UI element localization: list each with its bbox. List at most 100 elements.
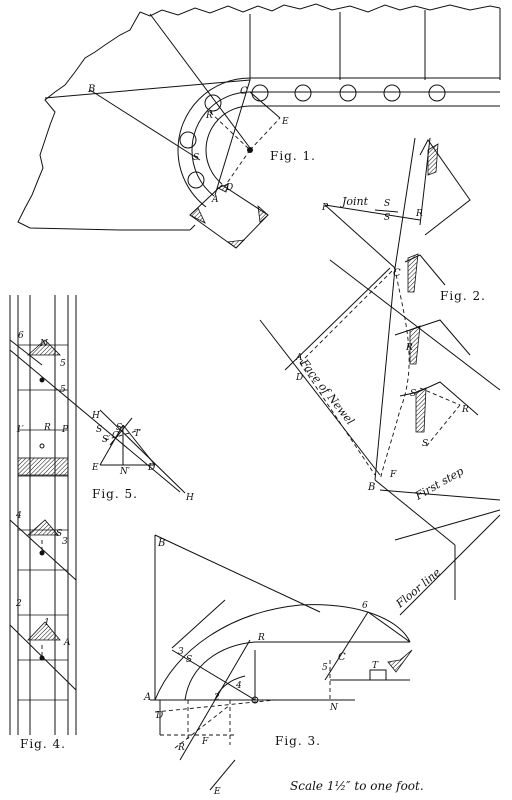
figure-5: H S S′ S C T E N′ D H Fig. 5.	[91, 409, 194, 503]
svg-text:R: R	[43, 423, 51, 433]
fig2-step-top	[419, 139, 471, 236]
fig3-hatch-end	[387, 649, 413, 673]
fig1-hatch-1	[189, 207, 206, 224]
svg-text:A: A	[143, 692, 151, 703]
fig2-hatch-top	[427, 143, 439, 176]
fig1-baluster-3	[339, 84, 357, 102]
fig2-floor-top	[394, 509, 501, 541]
svg-text:S: S	[56, 529, 62, 539]
fig1-baluster-4	[383, 84, 401, 102]
fig5-dash	[104, 429, 141, 441]
fig4-point-2	[39, 443, 45, 449]
fig3-dash-diag	[174, 704, 231, 749]
svg-text:5: 5	[322, 663, 328, 673]
svg-text:6: 6	[362, 601, 368, 611]
svg-text:E: E	[213, 787, 221, 797]
fig3-line-3-center	[171, 649, 256, 701]
fig2-diag-5	[379, 489, 501, 501]
svg-text:T: T	[134, 429, 141, 439]
svg-text:R: R	[205, 111, 213, 121]
svg-text:R: R	[415, 209, 423, 219]
fig3-inner-curve	[184, 641, 330, 701]
fig3-slope-end	[367, 611, 411, 643]
svg-text:C: C	[112, 431, 119, 441]
fig2-joint-line	[324, 204, 421, 221]
svg-text:1′: 1′	[16, 425, 24, 435]
svg-text:B: B	[157, 538, 165, 549]
fig1-wreath-outer	[177, 77, 251, 208]
fig2-joint-label: Joint	[340, 195, 369, 208]
fig4-diag-1	[9, 349, 181, 493]
fig2-first-step-label: First step	[412, 465, 466, 504]
svg-text:S: S	[186, 655, 192, 665]
fig4-hatch-4	[27, 621, 61, 641]
svg-text:E: E	[91, 463, 99, 473]
fig1-hatch-3	[226, 239, 246, 249]
fig1-bottom-stub	[189, 224, 196, 231]
svg-text:3: 3	[178, 647, 184, 657]
fig4-point-1	[39, 377, 45, 383]
fig1-line-b-s	[89, 89, 201, 161]
fig4-point-3	[39, 550, 45, 556]
fig4-hatch-2	[17, 457, 69, 477]
fig1-caption: Fig. 1.	[270, 149, 316, 163]
svg-text:A: A	[63, 638, 71, 648]
fig2-dashed-2	[299, 267, 396, 364]
fig1-wreath-baluster-3	[187, 171, 205, 189]
svg-text:N: N	[39, 339, 49, 349]
svg-text:B: B	[87, 84, 95, 95]
svg-text:5: 5	[60, 359, 66, 369]
fig1-line-c-a	[214, 79, 251, 196]
fig2-dashed-3	[419, 387, 461, 406]
svg-text:P: P	[61, 425, 69, 435]
svg-text:D: D	[147, 463, 155, 473]
svg-text:R: R	[257, 633, 265, 643]
svg-text:E: E	[281, 117, 289, 127]
svg-text:2: 2	[213, 693, 220, 703]
fig4-hatch-3	[26, 519, 59, 536]
fig1-wreath-inner	[205, 105, 251, 185]
svg-text:R: R	[405, 343, 413, 353]
fig3-tangent-3	[171, 599, 226, 649]
svg-text:S: S	[116, 423, 122, 433]
fig1-line-b-c	[44, 79, 251, 99]
fig2-hatch-3	[409, 325, 421, 365]
fig2-step-4	[399, 381, 479, 416]
figure-1: B C R E S D A Fig. 1.	[17, 3, 501, 249]
fig1-wreath-mid	[191, 91, 251, 197]
svg-text:5: 5	[60, 385, 66, 395]
fig2-floor-line	[399, 514, 501, 616]
svg-text:N: N	[329, 703, 339, 713]
fig4-diag-4	[9, 339, 43, 366]
fig4-caption: Fig. 4.	[20, 737, 66, 751]
fig2-diag-2	[329, 259, 501, 391]
fig3-line-e	[179, 639, 251, 761]
svg-text:4: 4	[15, 511, 22, 521]
svg-text:D: D	[225, 183, 233, 193]
svg-text:F: F	[389, 470, 397, 480]
svg-text:6: 6	[18, 331, 24, 341]
figure-3: B 3 S R 6 C 5 T A 2 4 N D R F E Fig. 3.	[143, 534, 413, 797]
fig3-tread-box	[369, 669, 387, 681]
fig5-tangent	[109, 417, 133, 446]
svg-text:P: P	[321, 203, 329, 213]
fig3-caption: Fig. 3.	[275, 734, 321, 748]
fig2-diag-4	[374, 267, 396, 481]
svg-text:H: H	[185, 493, 194, 503]
fig3-dash-d	[154, 699, 276, 713]
svg-text:H: H	[91, 411, 100, 421]
fig1-torn-paper-outline	[17, 3, 501, 231]
fig1-dashed-r	[209, 111, 251, 151]
figure-4: 6 N 5 5 1′ R P 4 S 3 2 1 A Fig. 4.	[9, 295, 181, 751]
fig1-dashed-center-d	[224, 149, 251, 187]
fig2-face-label: Face of Newel	[297, 356, 357, 428]
fig5-side-left	[99, 424, 124, 466]
fig1-wreath-baluster-1	[204, 94, 222, 112]
fig2-diag-3	[324, 204, 396, 269]
fig1-baluster-2	[294, 84, 312, 102]
svg-text:R: R	[461, 405, 469, 415]
svg-text:S: S	[410, 389, 416, 399]
fig2-floor-label: Floor line	[393, 565, 444, 610]
svg-text:B: B	[367, 482, 375, 493]
fig2-face-of-newel-line	[259, 319, 381, 476]
